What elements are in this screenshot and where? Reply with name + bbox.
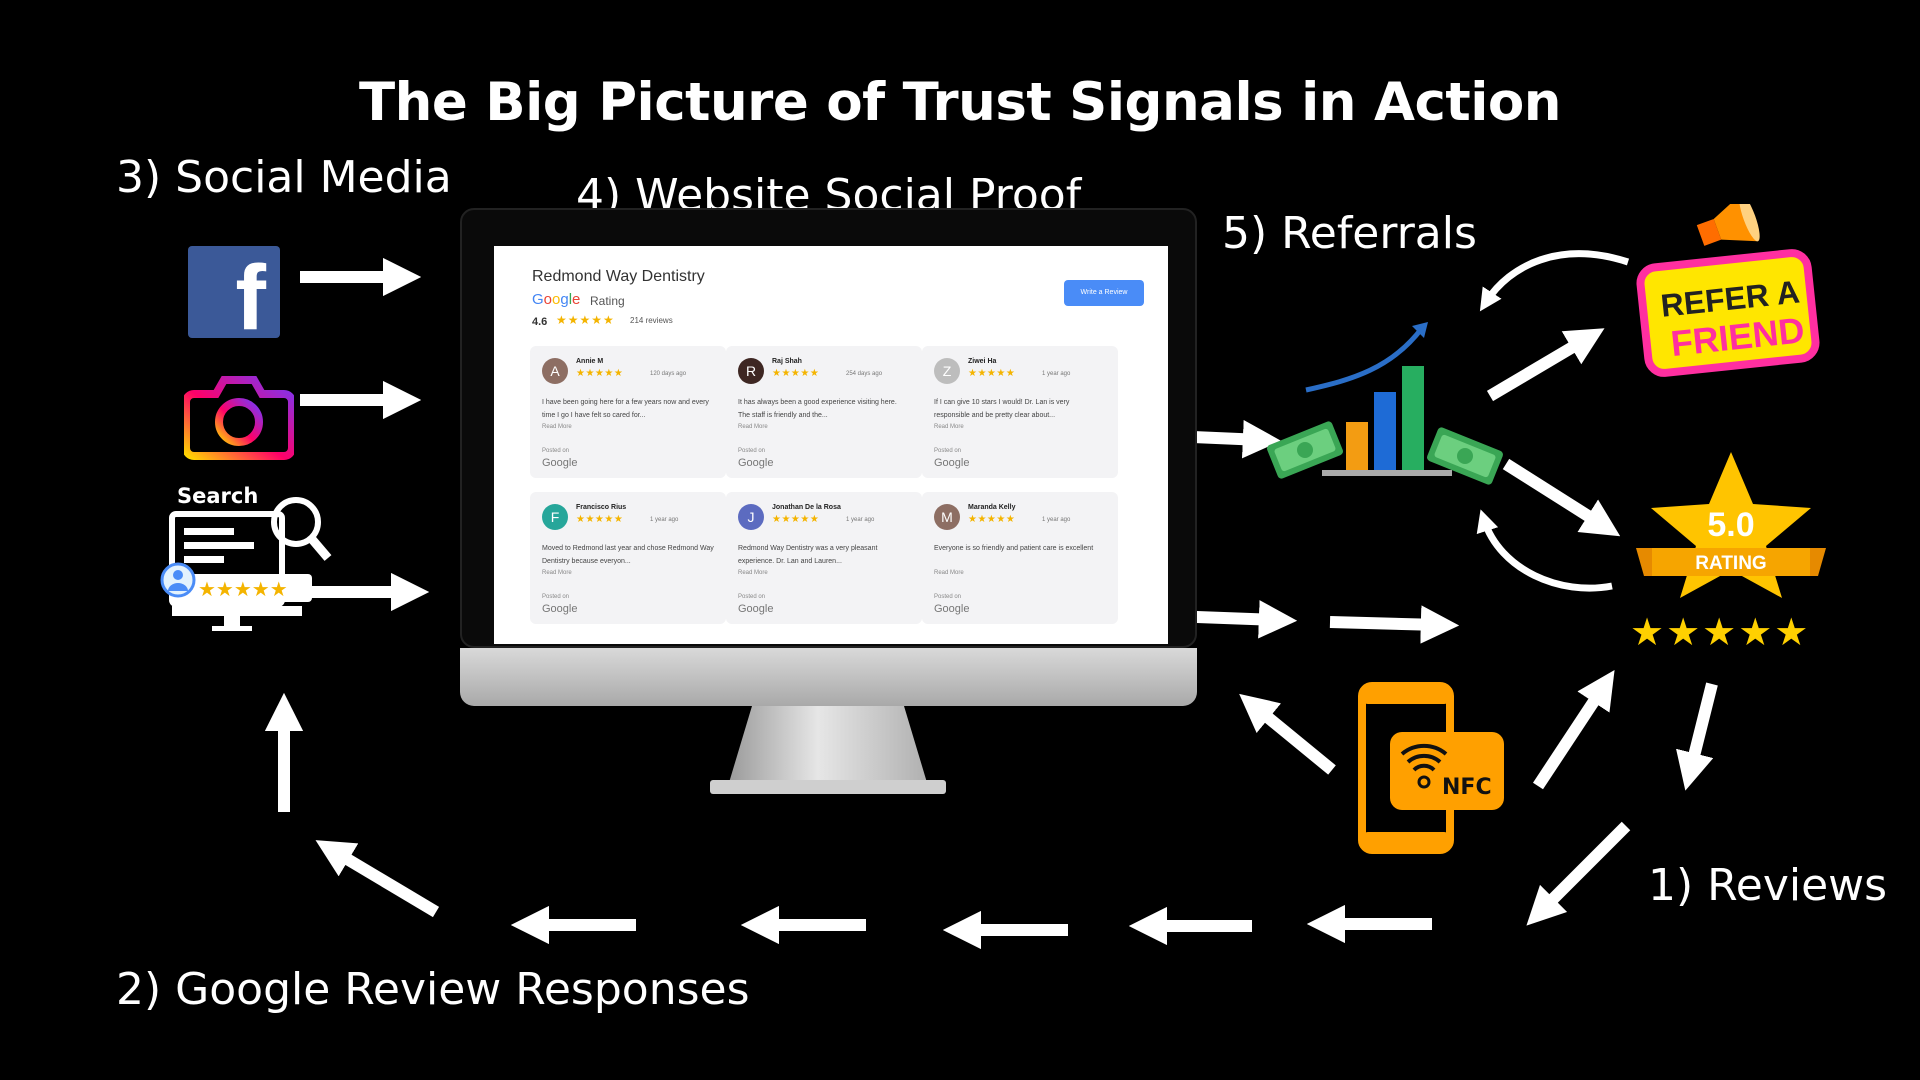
arrow-stars-down	[1676, 682, 1718, 791]
review-count: 214 reviews	[630, 316, 673, 325]
google-source-label: Google	[542, 603, 578, 615]
nfc-label: NFC	[1442, 775, 1492, 800]
posted-on-label: Posted on	[934, 594, 962, 600]
monitor-icon: Redmond Way Dentistry Google Rating 4.6 …	[460, 208, 1197, 794]
posted-on-label: Posted on	[738, 594, 766, 600]
review-card: A Annie M ★★★★★ 120 days ago I have been goi…	[530, 346, 726, 478]
review-stars: ★★★★★	[576, 368, 624, 379]
google-source-label: Google	[542, 457, 578, 469]
read-more-link[interactable]: Read More	[738, 570, 768, 576]
arrow-reviews-to-bottom	[1526, 821, 1631, 926]
review-text: Redmond Way Dentistry was a very pleasan…	[738, 545, 878, 565]
rating-value: 5.0	[1707, 506, 1754, 544]
review-stars: ★★★★★	[772, 368, 820, 379]
step-google-review-responses: 2) Google Review Responses	[116, 964, 750, 1015]
monitor-chin	[460, 648, 1197, 706]
reviewer-name: Raj Shah	[772, 358, 802, 365]
step-social-media: 3) Social Media	[116, 152, 452, 203]
review-age: 1 year ago	[1042, 517, 1071, 523]
review-age: 1 year ago	[1042, 371, 1071, 377]
curve-rating-to-chart	[1476, 509, 1613, 592]
read-more-link[interactable]: Read More	[934, 424, 964, 430]
review-age: 1 year ago	[650, 517, 679, 523]
review-card: Z Ziwei Ha ★★★★★ 1 year ago If I can give 10…	[922, 346, 1118, 478]
svg-text:★★★★★: ★★★★★	[198, 577, 288, 601]
arrow-chart-to-refer	[1486, 328, 1605, 402]
review-stars: ★★★★★	[968, 368, 1016, 379]
average-stars: ★★★★★	[556, 313, 615, 327]
write-review-button[interactable]: Write a Review	[1064, 280, 1144, 306]
growth-chart-icon	[1267, 322, 1503, 485]
monitor-stand	[728, 706, 928, 786]
reviewer-avatar: A	[542, 358, 568, 384]
monitor-base	[710, 780, 946, 794]
reviewer-avatar: M	[934, 504, 960, 530]
search-label: Search	[177, 484, 259, 508]
review-age: 1 year ago	[846, 517, 875, 523]
read-more-link[interactable]: Read More	[542, 424, 572, 430]
google-source-label: Google	[934, 603, 970, 615]
reviewer-avatar: J	[738, 504, 764, 530]
reviewer-name: Francisco Rius	[576, 504, 627, 511]
arrow-diag-to-up	[315, 840, 440, 918]
reviewer-name: Jonathan De la Rosa	[772, 504, 841, 511]
posted-on-label: Posted on	[542, 594, 570, 600]
read-more-link[interactable]: Read More	[738, 424, 768, 430]
review-text: Moved to Redmond last year and chose Red…	[542, 545, 714, 565]
reviewer-avatar: Z	[934, 358, 960, 384]
read-more-link[interactable]: Read More	[934, 570, 964, 576]
review-text: It has always been a good experience vis…	[738, 399, 897, 419]
rating-label-text: RATING	[1695, 553, 1766, 574]
reviewer-name: Maranda Kelly	[968, 504, 1016, 511]
posted-on-label: Posted on	[738, 448, 766, 454]
review-card: R Raj Shah ★★★★★ 254 days ago It has always …	[726, 346, 922, 478]
business-name: Redmond Way Dentistry	[532, 268, 705, 285]
curve-refer-to-chart	[1479, 250, 1630, 312]
review-stars: ★★★★★	[772, 514, 820, 525]
google-source-label: Google	[934, 457, 970, 469]
review-text: If I can give 10 stars I would! Dr. Lan …	[934, 399, 1070, 419]
facebook-icon: f	[188, 246, 280, 344]
review-text: I have been going here for a few years n…	[542, 399, 709, 419]
search-review-icon: ★★★★★	[160, 497, 332, 631]
rating-label: Rating	[590, 294, 625, 308]
step-referrals: 5) Referrals	[1222, 208, 1477, 259]
reviewer-name: Annie M	[576, 358, 604, 365]
google-logo: Google	[532, 291, 581, 308]
posted-on-label: Posted on	[934, 448, 962, 454]
reviewer-name: Ziwei Ha	[968, 358, 997, 365]
step-reviews: 1) Reviews	[1648, 860, 1888, 911]
average-rating: 4.6	[532, 316, 548, 328]
five-stars: ★★★★★	[1630, 610, 1811, 654]
reviewer-avatar: R	[738, 358, 764, 384]
nfc-phone-icon: NFC	[1358, 682, 1504, 854]
refer-a-friend-icon: REFER A FRIEND	[1636, 204, 1820, 377]
review-stars: ★★★★★	[968, 514, 1016, 525]
arrow-right-2	[1329, 605, 1460, 644]
arrow-nfc-to-stars	[1532, 669, 1615, 790]
google-source-label: Google	[738, 603, 774, 615]
review-text: Everyone is so friendly and patient care…	[934, 545, 1094, 552]
review-age: 120 days ago	[650, 371, 687, 377]
rating-badge-icon: 5.0 RATING	[1636, 452, 1826, 598]
review-widget: Redmond Way Dentistry Google Rating 4.6 …	[494, 246, 1168, 644]
review-stars: ★★★★★	[576, 514, 624, 525]
read-more-link[interactable]: Read More	[542, 570, 572, 576]
arrow-nfc-to-site	[1239, 693, 1336, 775]
google-source-label: Google	[738, 457, 774, 469]
page-title: The Big Picture of Trust Signals in Acti…	[358, 72, 1562, 133]
review-age: 254 days ago	[846, 371, 883, 377]
monitor-bezel: Redmond Way Dentistry Google Rating 4.6 …	[460, 208, 1197, 648]
instagram-icon	[184, 376, 294, 460]
posted-on-label: Posted on	[542, 448, 570, 454]
arrow-chart-to-rating	[1502, 458, 1621, 537]
reviewer-avatar: F	[542, 504, 568, 530]
